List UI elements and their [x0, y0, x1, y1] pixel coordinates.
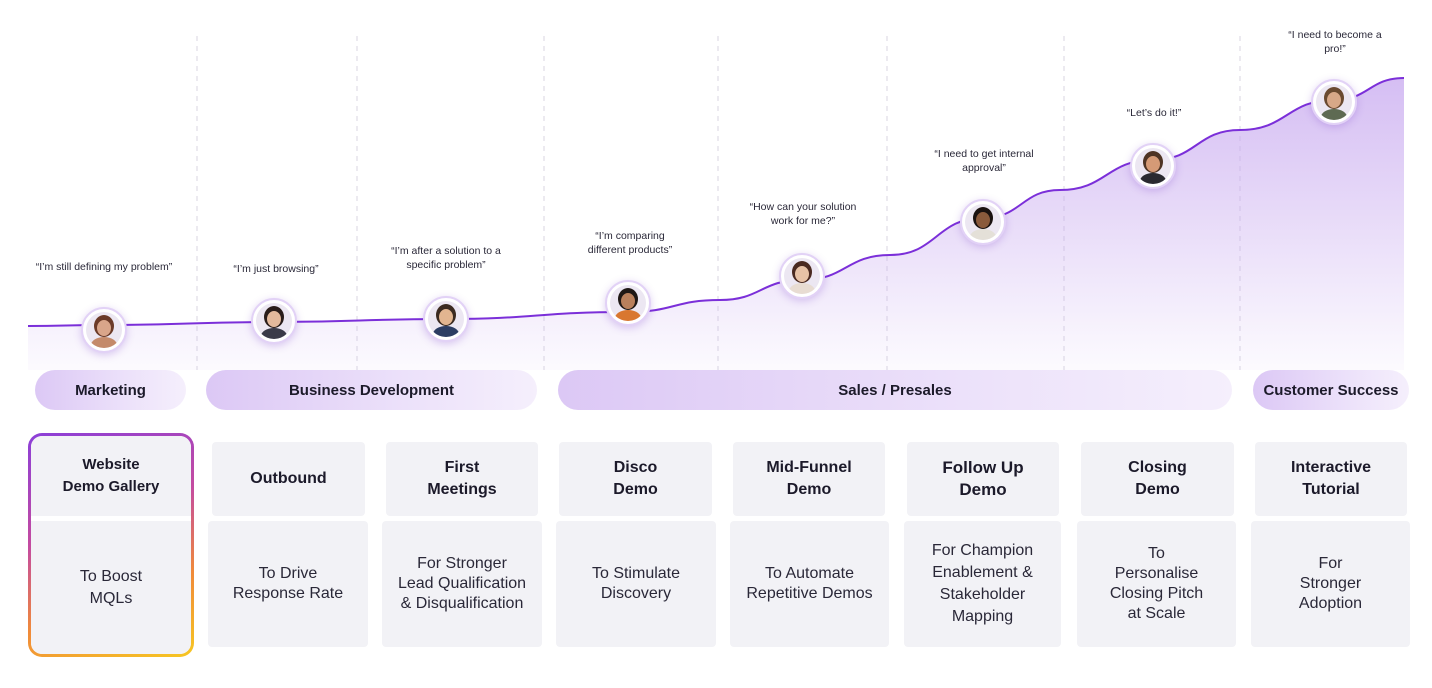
persona-avatar-4	[605, 280, 651, 326]
stage-label: Customer Success	[1263, 381, 1399, 399]
persona-avatar-8	[1311, 79, 1357, 125]
avatar-illustration	[784, 258, 820, 294]
demo-card-purpose: To Boost MQLs	[31, 521, 191, 654]
avatar-illustration	[428, 301, 464, 337]
woman-long-hair-avatar	[784, 258, 820, 294]
card-divider	[31, 516, 191, 521]
avatar-illustration	[86, 312, 122, 348]
stage-label: Marketing	[75, 381, 146, 399]
man-casual-avatar	[1316, 84, 1352, 120]
stage-customer-success: Customer Success	[1253, 370, 1409, 410]
demo-card-interactive-tutorial-title[interactable]: Interactive Tutorial	[1255, 442, 1407, 516]
persona-avatar-1	[81, 307, 127, 353]
man-beard-avatar	[1135, 148, 1171, 184]
persona-avatar-7	[1130, 143, 1176, 189]
persona-quote-4: “I’m comparing different products”	[587, 230, 673, 256]
persona-avatar-2	[251, 298, 297, 344]
persona-avatar-5	[779, 253, 825, 299]
demo-card-outbound-purpose: To Drive Response Rate	[208, 521, 368, 647]
stage-label: Sales / Presales	[838, 381, 952, 399]
stage-sales-presales: Sales / Presales	[558, 370, 1232, 410]
woman-dark-hair-avatar	[256, 303, 292, 339]
persona-quote-7: “Let’s do it!”	[1126, 107, 1182, 119]
demo-card-follow-up-purpose: For Champion Enablement & Stakeholder Ma…	[904, 521, 1061, 647]
demo-card-disco-demo-title[interactable]: Disco Demo	[559, 442, 712, 516]
avatar-illustration	[1135, 148, 1171, 184]
demo-card-title: Website Demo Gallery	[31, 436, 191, 516]
avatar-illustration	[610, 285, 646, 321]
stage-business-development: Business Development	[206, 370, 537, 410]
persona-quote-6: “I need to get internal approval”	[934, 148, 1034, 174]
buyer-journey-curve	[27, 36, 1405, 370]
persona-avatar-6	[960, 199, 1006, 245]
woman-afro-avatar	[965, 204, 1001, 240]
demo-card-closing-purpose: To Personalise Closing Pitch at Scale	[1077, 521, 1236, 647]
demo-card-follow-up-title[interactable]: Follow Up Demo	[907, 442, 1059, 516]
persona-quote-3: “I’m after a solution to a specific prob…	[391, 245, 501, 271]
demo-card-closing-title[interactable]: Closing Demo	[1081, 442, 1234, 516]
man-suit-avatar	[428, 301, 464, 337]
avatar-illustration	[256, 303, 292, 339]
persona-quote-2: “I’m just browsing”	[233, 263, 319, 275]
persona-quote-1: “I’m still defining my problem”	[35, 261, 173, 273]
demo-card-website-demo-gallery[interactable]: Website Demo Gallery To Boost MQLs	[28, 433, 194, 657]
demo-card-mid-funnel-title[interactable]: Mid-Funnel Demo	[733, 442, 885, 516]
stage-label: Business Development	[288, 381, 455, 399]
persona-quote-5: “How can your solution work for me?”	[749, 201, 857, 227]
demo-card-first-meetings-purpose: For Stronger Lead Qualification & Disqua…	[382, 521, 542, 647]
demo-card-interactive-tutorial-purpose: For Stronger Adoption	[1251, 521, 1410, 647]
stage-marketing: Marketing	[35, 370, 186, 410]
demo-card-outbound-title[interactable]: Outbound	[212, 442, 365, 516]
journey-area	[28, 78, 1404, 370]
persona-quote-8: “I need to become a pro!”	[1288, 29, 1382, 55]
demo-card-first-meetings-title[interactable]: First Meetings	[386, 442, 538, 516]
demo-card-mid-funnel-purpose: To Automate Repetitive Demos	[730, 521, 889, 647]
journey-line	[27, 77, 1405, 327]
persona-avatar-3	[423, 296, 469, 342]
avatar-illustration	[965, 204, 1001, 240]
man-glasses-beard-avatar	[610, 285, 646, 321]
woman-curly-hair-avatar	[86, 312, 122, 348]
avatar-illustration	[1316, 84, 1352, 120]
demo-card-disco-demo-purpose: To Stimulate Discovery	[556, 521, 716, 647]
